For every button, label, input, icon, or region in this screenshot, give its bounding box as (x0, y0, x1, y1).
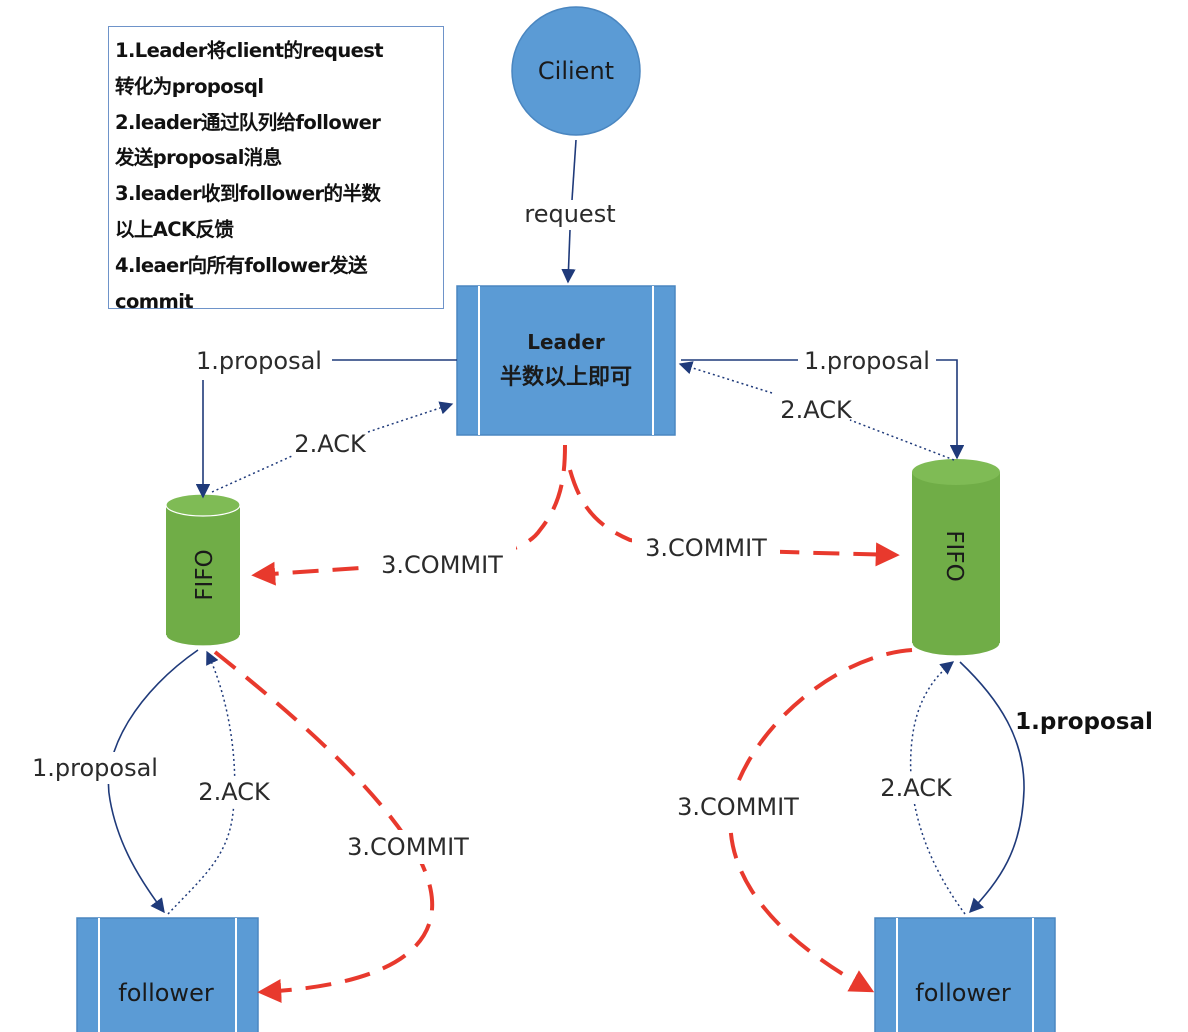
proposal-leader-left-edge: 1.proposal (195, 347, 457, 499)
note-line-5: 3.leader收到follower的半数 (115, 182, 381, 206)
ack-follower-right-label: 2.ACK (880, 774, 953, 802)
commit-fifo-right-edge: 3.COMMIT (664, 648, 913, 993)
fifo-right: FIFO (911, 459, 1001, 657)
ack-follower-left-label: 2.ACK (198, 778, 271, 806)
fifo-right-label: FIFO (941, 530, 967, 581)
leader-node: Leader 半数以上即可 (456, 285, 676, 436)
leader-title: Leader (527, 330, 605, 354)
note-line-4: 发送proposal消息 (115, 146, 282, 170)
proposal-fifo-left-edge: 1.proposal (32, 649, 199, 914)
commit-fifo-right-label: 3.COMMIT (677, 793, 799, 821)
follower-right-node: follower (874, 917, 1056, 1032)
request-edge: request (524, 139, 616, 284)
commit-fifo-left-label: 3.COMMIT (347, 833, 469, 861)
note-line-7: 4.leaer向所有follower发送 (115, 253, 367, 277)
proposal-fifo-right-edge: 1.proposal (959, 661, 1153, 914)
follower-right-label: follower (915, 979, 1011, 1007)
proposal-leader-right-edge: 1.proposal (681, 347, 965, 460)
proposal-fifo-left-label: 1.proposal (32, 754, 158, 782)
note-line-2: 转化为proposql (115, 74, 264, 98)
notes-box: 1.Leader将client的request 转化为proposql 2.le… (108, 26, 444, 313)
proposal-leader-right-label: 1.proposal (804, 347, 930, 375)
proposal-fifo-right-label: 1.proposal (1015, 709, 1153, 735)
commit-fifo-left-edge: 3.COMMIT (213, 650, 482, 1004)
note-line-1: 1.Leader将client的request (115, 39, 384, 62)
proposal-leader-left-label: 1.proposal (196, 347, 322, 375)
commit-leader-left-label: 3.COMMIT (381, 551, 503, 579)
commit-leader-right-label: 3.COMMIT (645, 534, 767, 562)
follower-left-label: follower (118, 979, 214, 1007)
ack-left-leader-label: 2.ACK (294, 430, 367, 458)
follower-left-node: follower (76, 917, 259, 1032)
ack-right-leader-label: 2.ACK (780, 396, 853, 424)
ack-left-leader-edge: 2.ACK (211, 401, 454, 493)
ack-follower-left-edge: 2.ACK (167, 650, 276, 915)
commit-leader-left-edge: 3.COMMIT (251, 444, 567, 586)
note-line-3: 2.leader通过队列给follower (115, 110, 381, 134)
request-label: request (524, 200, 615, 228)
ack-follower-right-edge: 2.ACK (874, 661, 966, 915)
note-line-8: commit (115, 289, 194, 313)
commit-leader-right-edge: 3.COMMIT (568, 469, 900, 567)
fifo-left-label: FIFO (192, 549, 218, 600)
fifo-left: FIFO (165, 493, 241, 647)
leader-subtitle: 半数以上即可 (500, 364, 632, 390)
note-line-6: 以上ACK反馈 (115, 217, 234, 241)
ack-right-leader-edge: 2.ACK (678, 361, 955, 461)
client-node: Cilient (511, 6, 641, 136)
client-label: Cilient (538, 57, 614, 85)
